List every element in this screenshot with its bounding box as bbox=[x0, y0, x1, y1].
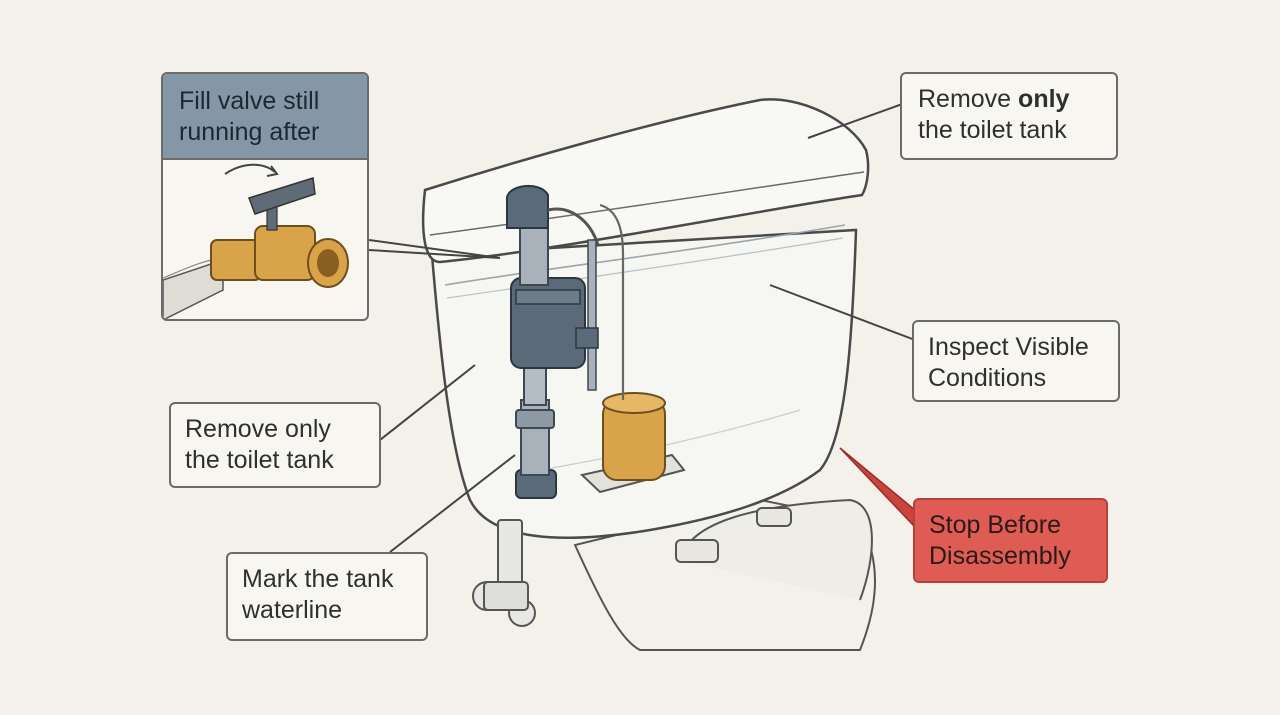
mark-waterline-line1: Mark the tank bbox=[242, 565, 394, 593]
callout-mark-waterline: Mark the tank waterline bbox=[226, 552, 428, 641]
remove-tank-left-line1: Remove only bbox=[185, 415, 331, 443]
tank-body bbox=[430, 224, 858, 540]
mark-waterline-line2: waterline bbox=[242, 596, 343, 624]
leader-lines bbox=[368, 102, 916, 553]
remove-tank-top-prefix: Remove bbox=[918, 85, 1019, 113]
remove-tank-top-emphasis: only bbox=[1018, 85, 1070, 113]
stop-line1: Stop Before bbox=[929, 511, 1062, 539]
callout-remove-tank-left: Remove only the toilet tank bbox=[169, 402, 381, 488]
inset-title-line1: Fill valve still bbox=[179, 87, 320, 115]
flush-valve bbox=[579, 203, 686, 494]
inspect-line1: Inspect Visible bbox=[928, 333, 1089, 361]
remove-tank-left-line2: the toilet tank bbox=[185, 446, 334, 474]
inset-title-line2: running after bbox=[179, 118, 320, 146]
callout-stop-before-disassembly: Stop Before Disassembly bbox=[913, 498, 1108, 583]
fill-valve bbox=[506, 184, 600, 499]
remove-tank-top-line2: the toilet tank bbox=[918, 116, 1067, 144]
shutoff-valve-inset: Fill valve still running after bbox=[161, 72, 369, 321]
inset-title: Fill valve still running after bbox=[163, 74, 367, 160]
toilet-bowl bbox=[573, 498, 876, 651]
callout-remove-tank-top: Remove only the toilet tank bbox=[900, 72, 1118, 160]
supply-line bbox=[472, 519, 536, 627]
inspect-line2: Conditions bbox=[928, 364, 1047, 392]
callout-inspect-conditions: Inspect Visible Conditions bbox=[912, 320, 1120, 402]
shutoff-valve-icon bbox=[163, 163, 349, 319]
stop-line2: Disassembly bbox=[929, 542, 1071, 570]
